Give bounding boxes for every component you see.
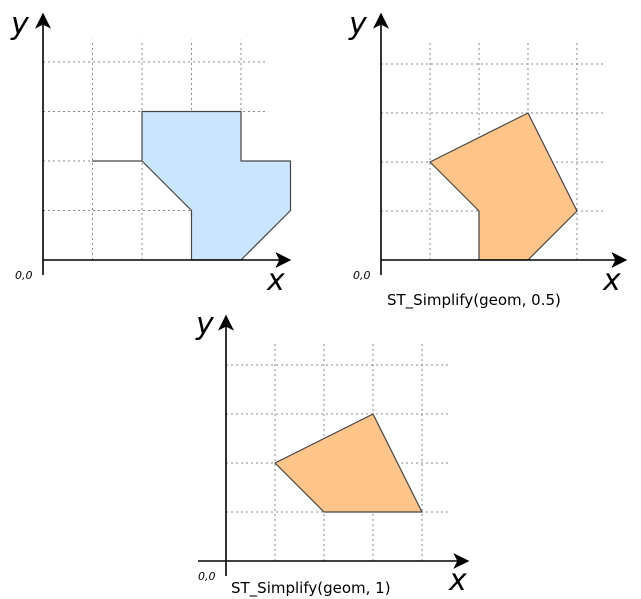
simplified-polygon [429,112,578,261]
simplified-polygon [274,413,423,513]
x-axis-label: x [266,263,285,298]
y-axis-label: y [348,7,368,42]
caption: ST_Simplify(geom, 1) [231,579,391,598]
x-axis-label: x [448,563,467,598]
y-axis-label: y [10,7,30,42]
original-polygon [91,110,292,261]
origin-label: 0,0 [198,570,216,583]
caption: ST_Simplify(geom, 0.5) [387,291,561,310]
panel-original: x y 0,0 [10,7,292,298]
origin-label: 0,0 [353,269,371,282]
origin-label: 0,0 [15,269,33,282]
x-axis-label: x [602,263,621,298]
panel-simplify-0-5: x y 0,0 ST_Simplify(geom, 0.5) [348,7,628,310]
panel-simplify-1: x y 0,0 ST_Simplify(geom, 1) [195,307,470,598]
y-axis-label: y [195,307,215,342]
